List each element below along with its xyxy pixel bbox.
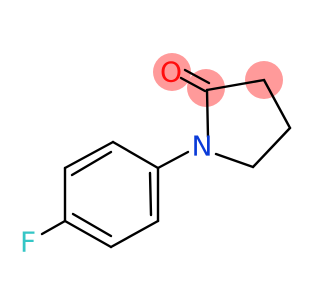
bond-c4-c5 [251, 126, 292, 169]
bond-ar-inner2 [70, 150, 113, 177]
bond-ar2 [63, 140, 115, 170]
bond-ar-inner3 [71, 212, 113, 238]
bond-ar-inner1 [148, 171, 153, 217]
bond-c2-o-a [179, 76, 207, 93]
fluorine-atom-label: F [20, 226, 36, 259]
oxygen-highlight [153, 53, 191, 91]
bond-ar1 [111, 140, 160, 170]
molecule-structure: O N F [20, 53, 292, 259]
bond-c3-c4 [262, 78, 292, 130]
bond-ar4 [63, 219, 113, 249]
bond-c5-n [214, 152, 255, 169]
bond-c-f [40, 219, 67, 236]
bond-ar5 [109, 219, 160, 249]
bond-n-aryl [156, 150, 190, 170]
nitrogen-atom-label: N [192, 130, 213, 163]
bond-c2-c3 [205, 78, 266, 92]
bond-n-c2 [205, 88, 210, 139]
bond-c2-o-b [183, 68, 211, 85]
carbonyl-carbon-highlight [187, 69, 225, 107]
oxygen-atom-label: O [160, 56, 182, 89]
